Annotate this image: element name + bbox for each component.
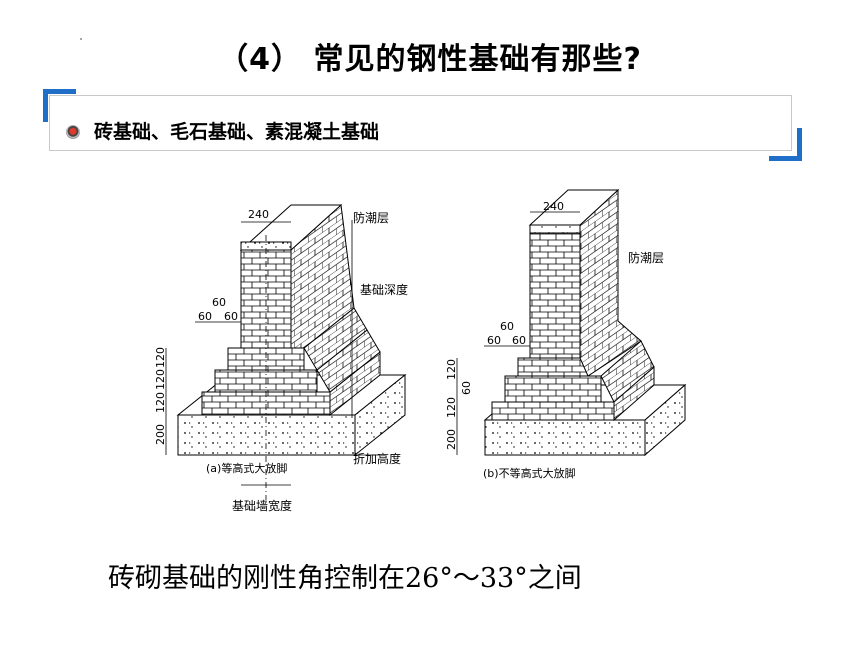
foundation-diagram-svg: 240 防潮层 基础深度 60 60 60 120 120 120 200 折加… — [154, 188, 687, 513]
subtitle-text: 砖基础、毛石基础、素混凝土基础 — [94, 121, 380, 143]
slide-title: （4） 常见的钢性基础有那些? — [218, 42, 642, 77]
figure-a: 240 防潮层 基础深度 60 60 60 120 120 120 200 折加… — [154, 203, 408, 513]
subtitle-box — [49, 95, 792, 151]
dim-200-a: 200 — [154, 424, 167, 445]
dim-60a-b: 60 — [487, 334, 501, 347]
dim-60-b: 60 — [500, 320, 514, 333]
foundation-diagram: 240 防潮层 基础深度 60 60 60 120 120 120 200 折加… — [140, 180, 720, 520]
dim-120a-a: 120 — [154, 347, 167, 368]
decor-dot — [80, 38, 82, 40]
dim-60b-a: 60 — [224, 310, 238, 323]
caption-a: (a)等高式大放脚 — [206, 461, 287, 475]
dim-200-b: 200 — [445, 429, 458, 450]
label-added-height: 折加高度 — [353, 451, 401, 466]
dim-120b-a: 120 — [154, 369, 167, 390]
figure-b: 240 防潮层 60 60 60 120 60 120 200 (b)不等高式大… — [445, 188, 687, 480]
dim-240-b: 240 — [543, 200, 564, 213]
caption-b: (b)不等高式大放脚 — [483, 466, 576, 480]
dim-240-a: 240 — [248, 208, 269, 221]
dim-60-a: 60 — [212, 296, 226, 309]
corner-bracket-top-left — [43, 89, 76, 122]
label-damp-layer-b: 防潮层 — [628, 250, 664, 265]
corner-bracket-bottom-right — [769, 128, 802, 161]
bullet-icon — [66, 125, 80, 139]
dim-60b-b: 60 — [512, 334, 526, 347]
label-foundation-depth: 基础深度 — [360, 282, 408, 297]
dim-120c-a: 120 — [154, 392, 167, 413]
dim-120a-b: 120 — [445, 359, 458, 380]
dim-60a-a: 60 — [198, 310, 212, 323]
dim-120b-b: 120 — [445, 397, 458, 418]
label-wall-width: 基础墙宽度 — [232, 498, 292, 513]
dim-60-vert-b: 60 — [460, 381, 473, 395]
caption-rigid-angle: 砖砌基础的刚性角控制在26°～33°之间 — [108, 563, 582, 594]
label-damp-layer-a: 防潮层 — [353, 210, 389, 225]
